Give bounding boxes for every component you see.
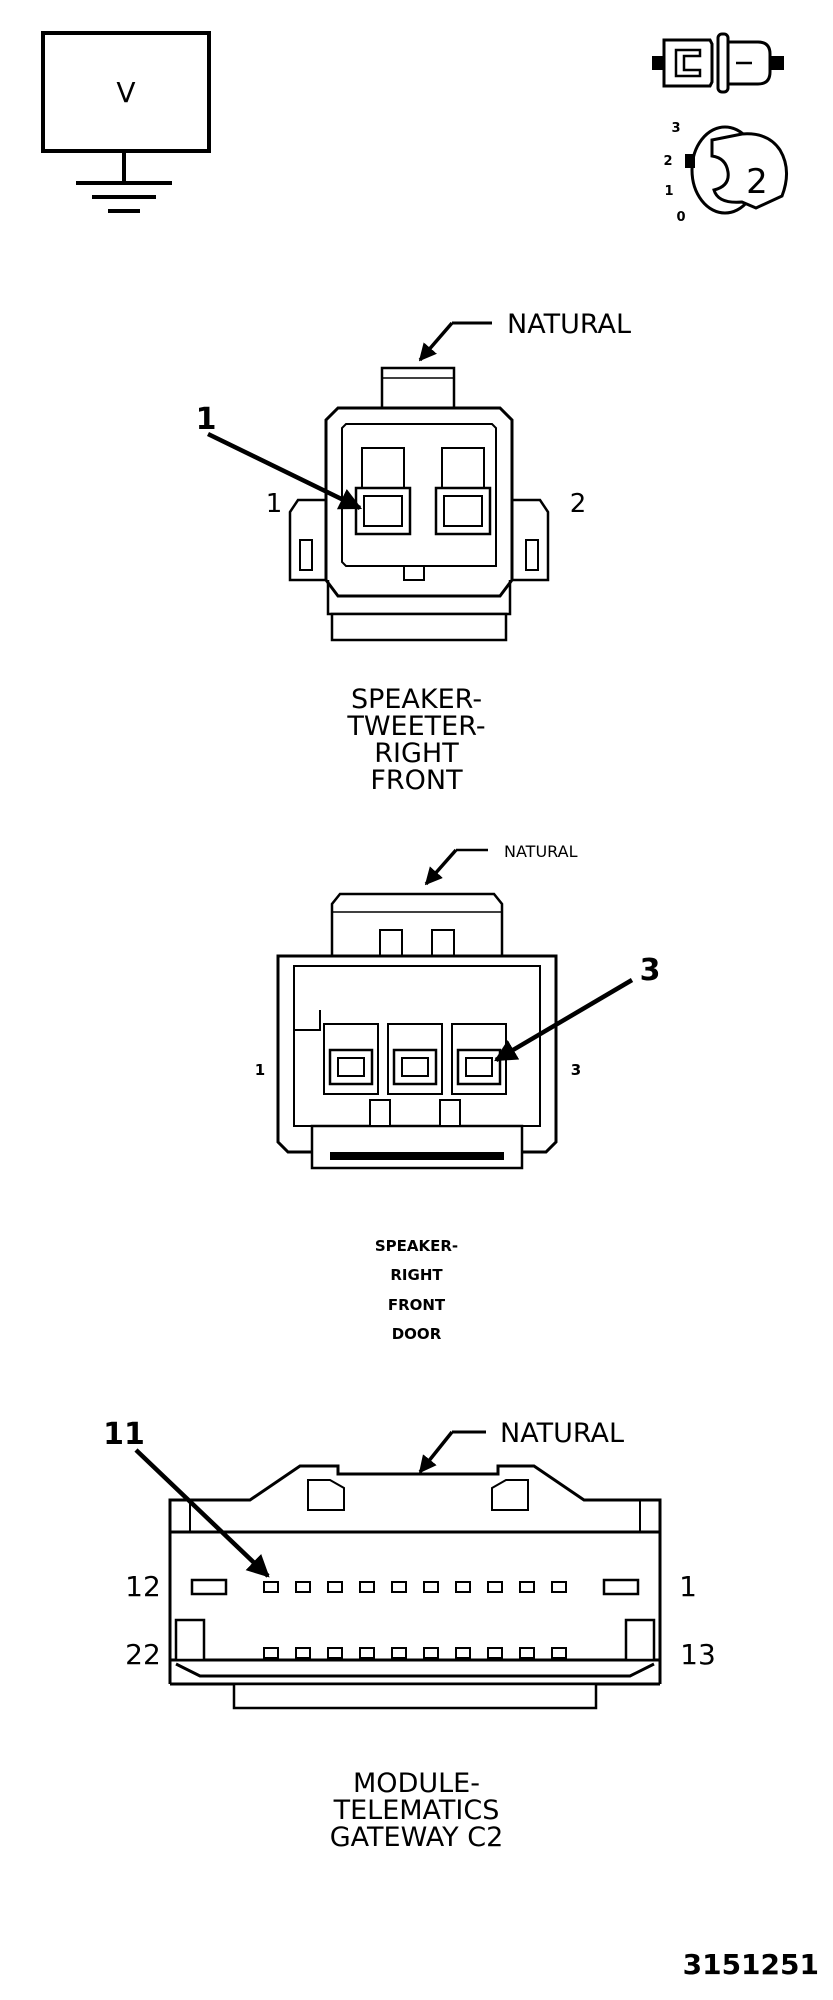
tweeter-pin-2-label: 2 <box>570 489 587 519</box>
telematics-pin-13-label: 13 <box>680 1638 716 1671</box>
tweeter-pin-1-label: 1 <box>266 489 283 519</box>
telematics-caption-line: MODULE- <box>353 1768 480 1799</box>
tweeter-cavity-2 <box>434 447 492 536</box>
telematics-natural-label: NATURAL <box>500 1418 624 1449</box>
telematics-caption-line: GATEWAY C2 <box>329 1822 504 1853</box>
connector-plug-icon <box>652 32 784 94</box>
ground-icon <box>76 181 172 213</box>
door-caption-line: RIGHT <box>390 1266 443 1285</box>
key-position-label: 2 <box>746 162 768 202</box>
ignition-pos-2: 2 <box>663 154 672 169</box>
telematics-pin-row-bottom <box>263 1647 567 1659</box>
door-caption-line: FRONT <box>387 1295 446 1314</box>
door-pin-3-label: 3 <box>571 1061 581 1079</box>
door-natural-label: NATURAL <box>504 842 578 861</box>
ignition-pos-1: 1 <box>664 184 673 199</box>
door-cavity-1 <box>323 1023 379 1095</box>
telematics-callout-11: 11 <box>103 1417 145 1452</box>
ignition-switch-icon: 3 2 1 0 2 <box>663 121 788 225</box>
ignition-pos-0: 0 <box>676 210 685 225</box>
ignition-pos-3: 3 <box>671 121 680 136</box>
telematics-pin-1-label: 1 <box>679 1570 697 1603</box>
door-caption-line: SPEAKER- <box>374 1237 459 1255</box>
telematics-connector: NATURAL <box>103 1417 716 1710</box>
figure-number: 3151251 <box>682 1948 819 1981</box>
door-callout-3: 3 <box>640 953 661 988</box>
telematics-pin-row-top <box>263 1581 567 1593</box>
tweeter-caption-line: RIGHT <box>374 738 459 769</box>
tweeter-caption-line: SPEAKER- <box>350 684 483 715</box>
meter-label: V <box>116 76 135 109</box>
tweeter-caption-line: FRONT <box>370 765 463 796</box>
tweeter-cavity-1 <box>354 447 412 536</box>
tweeter-natural-label: NATURAL <box>507 309 631 340</box>
door-caption-line: DOOR <box>391 1324 442 1343</box>
tweeter-caption: SPEAKER- TWEETER- RIGHT FRONT <box>0 686 833 794</box>
telematics-pin-12-label: 12 <box>125 1570 161 1603</box>
telematics-caption-line: TELEMATICS <box>333 1795 500 1826</box>
tweeter-callout-1: 1 <box>196 402 217 437</box>
tweeter-caption-line: TWEETER- <box>347 711 486 742</box>
door-cavity-2 <box>387 1023 443 1095</box>
door-connector: NATURAL 3 <box>255 842 661 1170</box>
voltmeter-symbol: V <box>41 31 211 213</box>
door-caption: SPEAKER- RIGHT FRONT DOOR <box>0 1232 833 1349</box>
telematics-caption: MODULE- TELEMATICS GATEWAY C2 <box>0 1770 833 1851</box>
telematics-pin-22-label: 22 <box>125 1638 161 1671</box>
tweeter-connector: NATURAL 1 1 2 <box>196 309 631 642</box>
door-pin-1-label: 1 <box>255 1061 265 1079</box>
